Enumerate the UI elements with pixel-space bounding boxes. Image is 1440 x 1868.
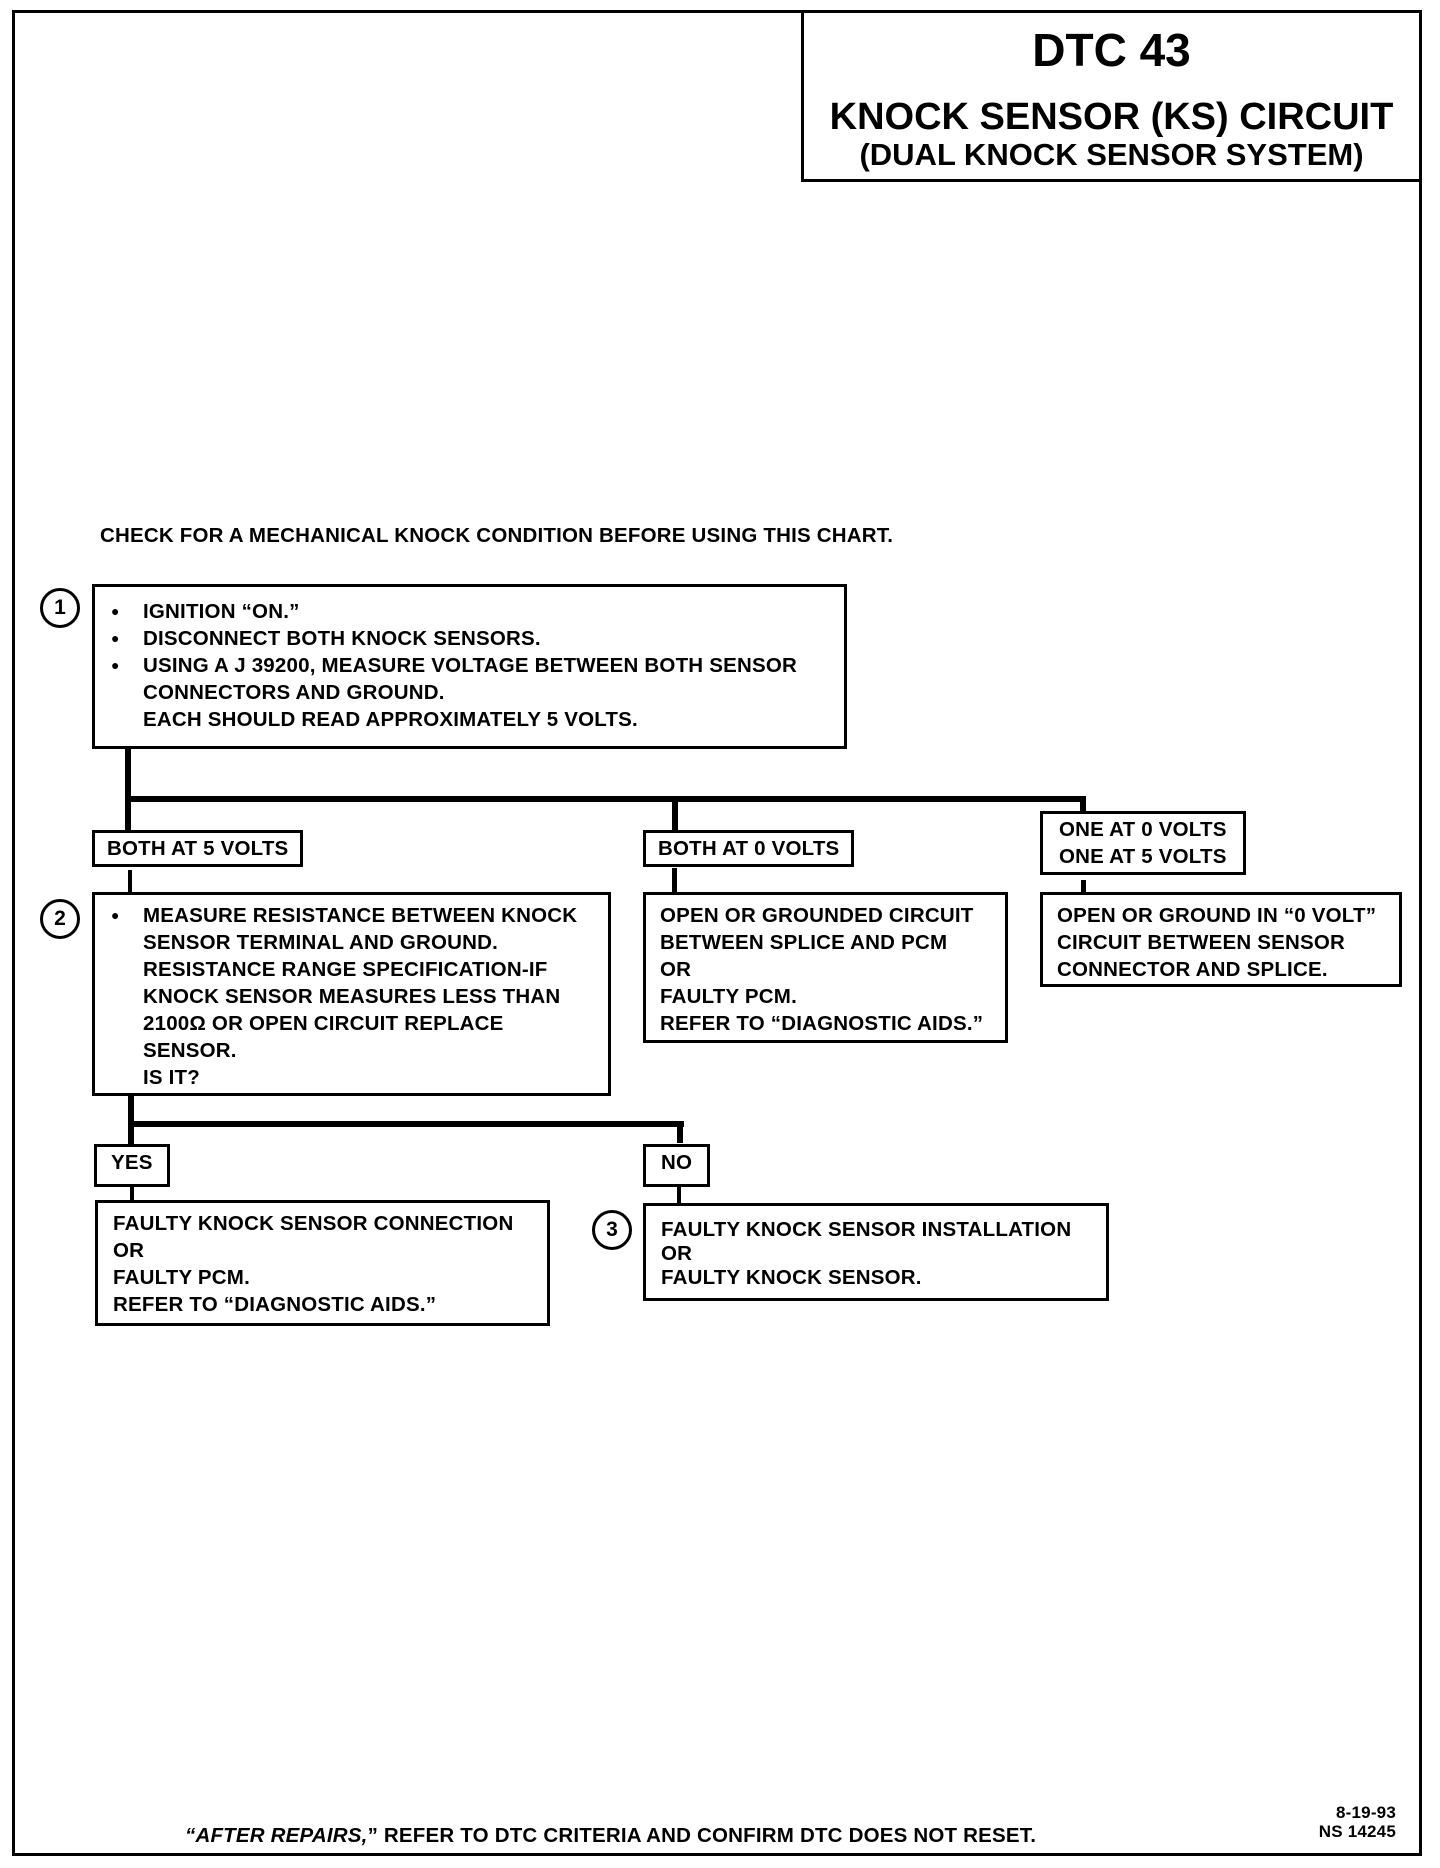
footer-text: ” REFER TO DTC CRITERIA AND CONFIRM DTC … xyxy=(367,1824,1037,1847)
step2-bullet-measure-resistance: MEASURE RESISTANCE BETWEEN KNOCK SENSOR … xyxy=(95,902,600,1091)
dtc-code: DTC 43 xyxy=(1032,24,1191,76)
reference-code: NS 14245 xyxy=(1318,1822,1396,1841)
step2-instructions: MEASURE RESISTANCE BETWEEN KNOCK SENSOR … xyxy=(95,902,600,1091)
answer-no: NO xyxy=(643,1144,711,1187)
step1-bullet-ignition: IGNITION “ON.” xyxy=(95,598,834,625)
branch-one-0-one-5-volts: ONE AT 0 VOLTS ONE AT 5 VOLTS xyxy=(1040,811,1246,875)
answer-yes: YES xyxy=(94,1144,170,1187)
connector-to-both-0v xyxy=(672,796,678,832)
connector-both-0v-to-result xyxy=(672,868,677,895)
branch-both-0-volts: BOTH AT 0 VOLTS xyxy=(643,830,855,867)
branch-both-5-volts: BOTH AT 5 VOLTS xyxy=(92,830,304,867)
step2-box: MEASURE RESISTANCE BETWEEN KNOCK SENSOR … xyxy=(92,892,611,1096)
connector-to-mixed xyxy=(1080,796,1086,812)
step1-instructions: IGNITION “ON.” DISCONNECT BOTH KNOCK SEN… xyxy=(95,598,834,733)
connector-to-both-5v xyxy=(125,796,131,832)
footer-emphasis: “AFTER REPAIRS, xyxy=(185,1824,368,1847)
reference-block: 8-19-93 NS 14245 xyxy=(1319,1803,1396,1841)
connector-no-to-step3 xyxy=(677,1186,681,1206)
chart-title: KNOCK SENSOR (KS) CIRCUIT xyxy=(829,95,1394,138)
chart-subtitle: (DUAL KNOCK SENSOR SYSTEM) xyxy=(859,137,1364,173)
step-marker-3: 3 xyxy=(592,1210,632,1250)
reference-date: 8-19-93 xyxy=(1336,1803,1396,1822)
title-block: DTC 43 KNOCK SENSOR (KS) CIRCUIT (DUAL K… xyxy=(801,10,1422,182)
step-marker-2: 2 xyxy=(40,899,80,939)
connector-to-no xyxy=(677,1121,683,1143)
step3-box: FAULTY KNOCK SENSOR INSTALLATION OR FAUL… xyxy=(643,1203,1109,1301)
connector-step1-bus xyxy=(125,796,1086,802)
page-frame xyxy=(12,10,1422,1856)
result-one-0-one-5-volts: OPEN OR GROUND IN “0 VOLT” CIRCUIT BETWE… xyxy=(1040,892,1402,987)
connector-step1-down xyxy=(125,746,131,802)
connector-mixed-to-result xyxy=(1081,880,1086,895)
step1-box: IGNITION “ON.” DISCONNECT BOTH KNOCK SEN… xyxy=(92,584,847,749)
footer-note: “AFTER REPAIRS,” REFER TO DTC CRITERIA A… xyxy=(185,1822,1036,1849)
result-both-0-volts: OPEN OR GROUNDED CIRCUIT BETWEEN SPLICE … xyxy=(643,892,1008,1043)
connector-step2-bus xyxy=(128,1121,684,1127)
step-marker-1: 1 xyxy=(40,588,80,628)
precheck-note: CHECK FOR A MECHANICAL KNOCK CONDITION B… xyxy=(100,524,894,547)
connector-both-5v-to-step2 xyxy=(128,870,132,895)
step1-bullet-disconnect: DISCONNECT BOTH KNOCK SENSORS. xyxy=(95,625,834,652)
step1-bullet-measure: USING A J 39200, MEASURE VOLTAGE BETWEEN… xyxy=(95,652,834,733)
result-yes: FAULTY KNOCK SENSOR CONNECTION OR FAULTY… xyxy=(95,1200,550,1326)
connector-yes-to-result xyxy=(130,1186,134,1202)
